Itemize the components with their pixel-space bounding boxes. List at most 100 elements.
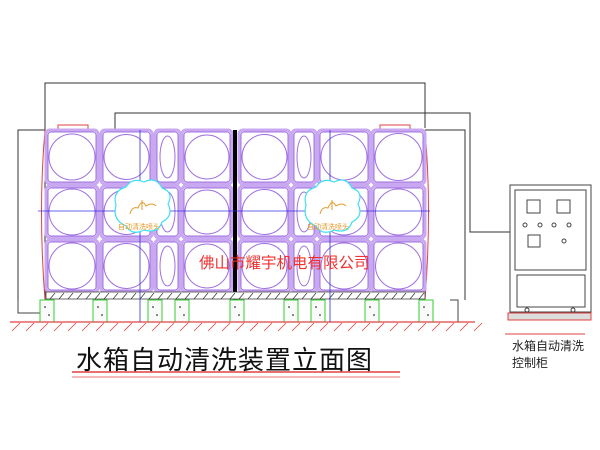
panel-circle	[375, 242, 422, 290]
base-hatch	[319, 292, 326, 300]
base-hatch	[409, 292, 416, 300]
tank-panel	[44, 238, 100, 294]
cabinet-indicator-light	[566, 222, 572, 228]
base-hatch	[157, 292, 164, 300]
footing-dot	[44, 306, 46, 308]
ground-hatch	[403, 322, 413, 332]
tank-panel	[370, 128, 427, 186]
tank-panel	[153, 238, 182, 294]
tank-panel-inner	[47, 187, 97, 237]
ground-hatch	[123, 322, 133, 332]
footing-dot	[369, 306, 371, 308]
tank-panel-inner	[373, 187, 424, 237]
base-hatch	[76, 292, 83, 300]
tank-panel	[237, 184, 292, 240]
tank-panel-inner	[156, 241, 179, 291]
tank-panel-inner	[102, 131, 151, 183]
panel-circle	[241, 134, 288, 180]
tank-panel-inner	[293, 131, 315, 183]
panel-circle	[184, 243, 230, 289]
base-hatch	[418, 292, 425, 300]
ground-hatch	[11, 322, 21, 332]
panel-circle	[374, 133, 423, 181]
tank-panel	[153, 128, 182, 186]
cabinet-wheel	[524, 307, 530, 313]
cabinet-indicator-light	[551, 222, 557, 228]
tank-panel-inner	[183, 131, 231, 183]
panel-circle	[48, 188, 96, 236]
base-hatch	[211, 292, 218, 300]
footing-dot	[101, 314, 103, 316]
base-hatch	[373, 292, 380, 300]
cabinet-indicator-light	[537, 222, 543, 228]
panel-circle	[103, 134, 150, 180]
frame-right	[425, 129, 466, 300]
footing-dot	[234, 306, 236, 308]
ground-hatch	[319, 322, 329, 332]
ground-hatch	[95, 322, 105, 332]
ground-hatch	[151, 322, 161, 332]
panel-circle	[320, 242, 368, 290]
base-frame-right	[450, 299, 459, 322]
nozzle-spray-icon	[129, 200, 157, 215]
cabinet-lower-door	[516, 274, 586, 308]
ground-hatch	[109, 322, 119, 332]
tank-panel-inner	[47, 131, 97, 183]
tank-panel-inner	[183, 187, 231, 237]
base-hatch	[301, 292, 308, 300]
ground-hatch	[179, 322, 189, 332]
panel-ellipse	[159, 135, 176, 179]
ground-hatch	[53, 322, 63, 332]
base-hatch	[175, 292, 182, 300]
base-hatch	[283, 292, 290, 300]
base-hatch	[94, 292, 101, 300]
ground-hatch	[263, 322, 273, 332]
company-watermark: 佛山市耀宇机电有限公司	[199, 254, 370, 272]
base-hatch	[265, 292, 272, 300]
base-hatch	[85, 292, 92, 300]
ground-hatch	[445, 322, 455, 332]
cabinet-base	[507, 312, 592, 321]
base-hatch	[220, 292, 227, 300]
cabinet-button	[561, 238, 567, 244]
drawing-title: 水箱自动清洗装置立面图	[76, 346, 374, 376]
tank-panel-inner	[240, 187, 289, 237]
ground-hatch	[291, 322, 301, 332]
footing	[92, 299, 108, 323]
cabinet-label-line1: 水箱自动清洗	[512, 339, 585, 353]
ground-hatch	[67, 322, 77, 332]
tank-panel-inner	[183, 241, 231, 291]
footing-dot	[373, 314, 375, 316]
tank-panel-inner	[373, 131, 424, 183]
base-frame-left	[17, 300, 40, 314]
tank-panel-inner	[240, 241, 289, 291]
ground-hatch	[235, 322, 245, 332]
nozzle-label-left: 自动清洗喷头	[118, 223, 160, 231]
cleaning-nozzle-icon	[114, 179, 171, 233]
ground-hatch	[333, 322, 343, 332]
base-hatch	[346, 292, 353, 300]
tank-panel-inner	[47, 241, 97, 291]
cabinet-label-line2: 控制柜	[512, 356, 549, 370]
tank-panel	[44, 184, 100, 240]
ground-hatch	[389, 322, 399, 332]
panel-circle	[241, 243, 288, 289]
ground-hatch	[459, 322, 469, 332]
base-hatch	[202, 292, 209, 300]
footing-dot	[315, 306, 317, 308]
tank-panel	[180, 184, 234, 240]
ground-hatch	[81, 322, 91, 332]
cabinet-indicator-light	[522, 222, 528, 228]
base-hatch	[139, 292, 146, 300]
base-hatch	[130, 292, 137, 300]
base-hatch	[49, 292, 56, 300]
ground-hatch	[277, 322, 287, 332]
footing	[39, 299, 55, 323]
footing-dot	[292, 314, 294, 316]
nozzle-spray-icon	[319, 200, 347, 215]
control-cabinet-label: 水箱自动清洗 控制柜	[512, 338, 584, 372]
footing-dot	[427, 314, 429, 316]
base-hatch	[355, 292, 362, 300]
base-hatch	[121, 292, 128, 300]
